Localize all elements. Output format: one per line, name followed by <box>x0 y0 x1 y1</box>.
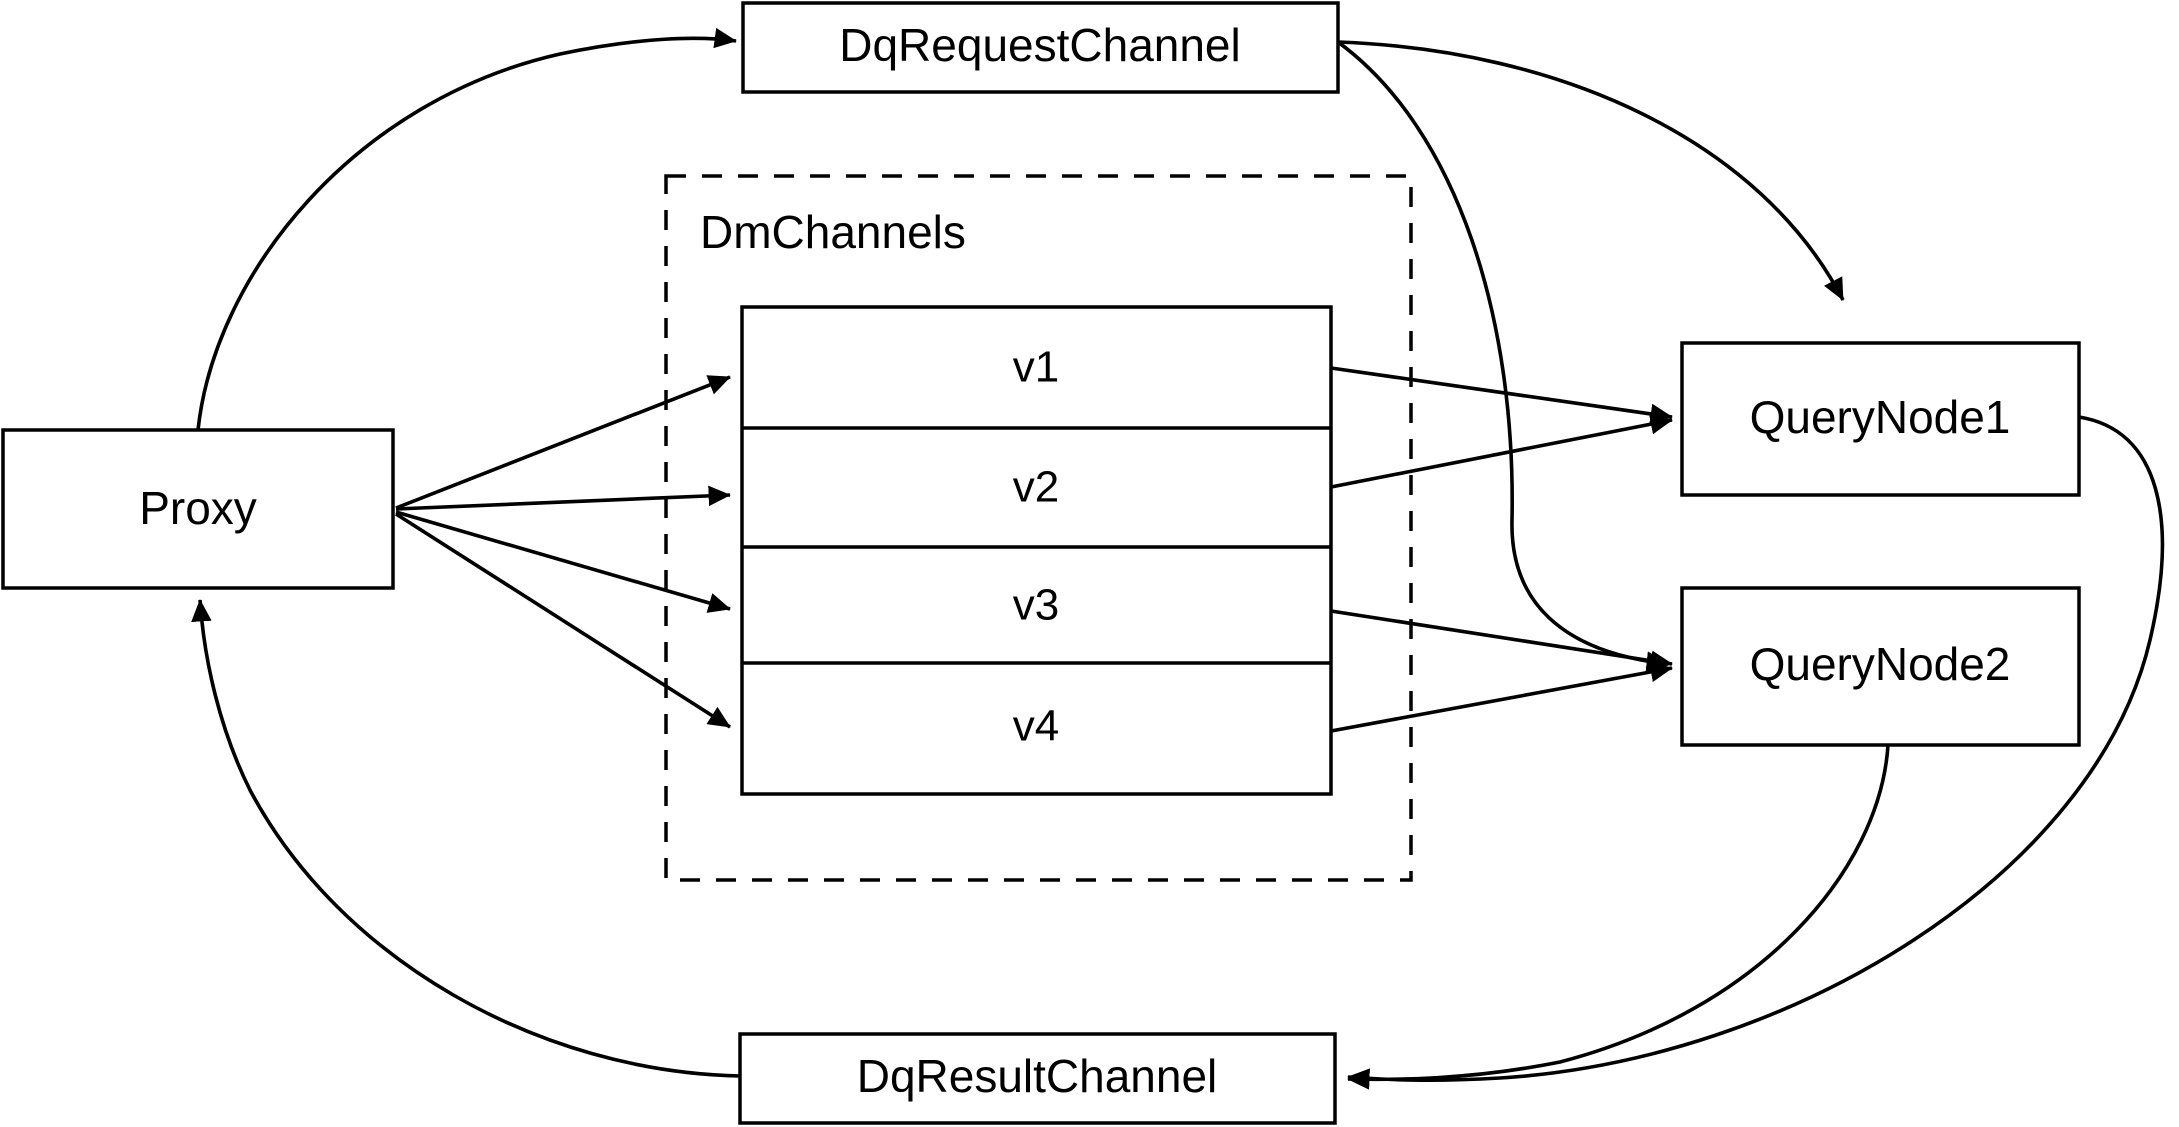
dqrequestchannel-box[interactable] <box>741 1 1340 94</box>
edge-v4-to-querynode2 <box>1330 661 1673 733</box>
edge-dqrequestchannel-to-querynode1 <box>1337 40 1845 301</box>
edge-dqresultchannel-to-proxy <box>191 599 741 1078</box>
dmchannels-table: v1 v2 v3 v4 <box>740 305 1333 796</box>
node-proxy[interactable]: Proxy <box>1 428 395 590</box>
edge-proxy-to-dqrequestchannel <box>196 27 737 431</box>
node-dqresultchannel[interactable]: DqResultChannel <box>738 1032 1337 1125</box>
querynode1-box[interactable] <box>1680 341 2081 497</box>
edge-v2-to-querynode1 <box>1330 414 1673 489</box>
channel-row-v4[interactable]: v4 <box>1013 702 1059 751</box>
channel-row-v2[interactable]: v2 <box>1013 463 1059 512</box>
dmchannels-group: DmChannels <box>664 174 1413 882</box>
edge-proxy-to-v3 <box>395 510 731 613</box>
querynode2-label: QueryNode2 <box>1750 638 2011 690</box>
node-querynode1[interactable]: QueryNode1 <box>1680 341 2081 497</box>
edge-proxy-to-v1 <box>395 375 731 510</box>
dqresultchannel-label: DqResultChannel <box>857 1050 1218 1102</box>
dmchannels-table-border <box>740 305 1333 796</box>
edge-querynode2-to-dqresultchannel <box>1347 744 1890 1090</box>
edge-v3-to-querynode2 <box>1330 609 1673 671</box>
channel-row-v1[interactable]: v1 <box>1013 343 1059 392</box>
edge-querynode1-to-dqresultchannel <box>1347 415 2165 1089</box>
proxy-box[interactable] <box>1 428 395 590</box>
edge-v1-to-querynode1 <box>1330 366 1673 425</box>
dqresultchannel-box[interactable] <box>738 1032 1337 1125</box>
dmchannels-group-border <box>664 174 1413 882</box>
channel-row-v3[interactable]: v3 <box>1013 581 1059 630</box>
edge-proxy-to-v2 <box>395 485 731 511</box>
querynode2-box[interactable] <box>1680 586 2081 747</box>
edge-proxy-to-v4 <box>395 512 731 729</box>
dmchannels-group-label: DmChannels <box>700 206 966 258</box>
edge-dqrequestchannel-to-querynode2 <box>1336 40 1669 672</box>
edge-layer <box>191 27 2165 1090</box>
node-querynode2[interactable]: QueryNode2 <box>1680 586 2081 747</box>
dqrequestchannel-label: DqRequestChannel <box>839 19 1241 71</box>
proxy-label: Proxy <box>139 482 257 534</box>
querynode1-label: QueryNode1 <box>1750 391 2011 443</box>
node-dqrequestchannel[interactable]: DqRequestChannel <box>741 1 1340 94</box>
